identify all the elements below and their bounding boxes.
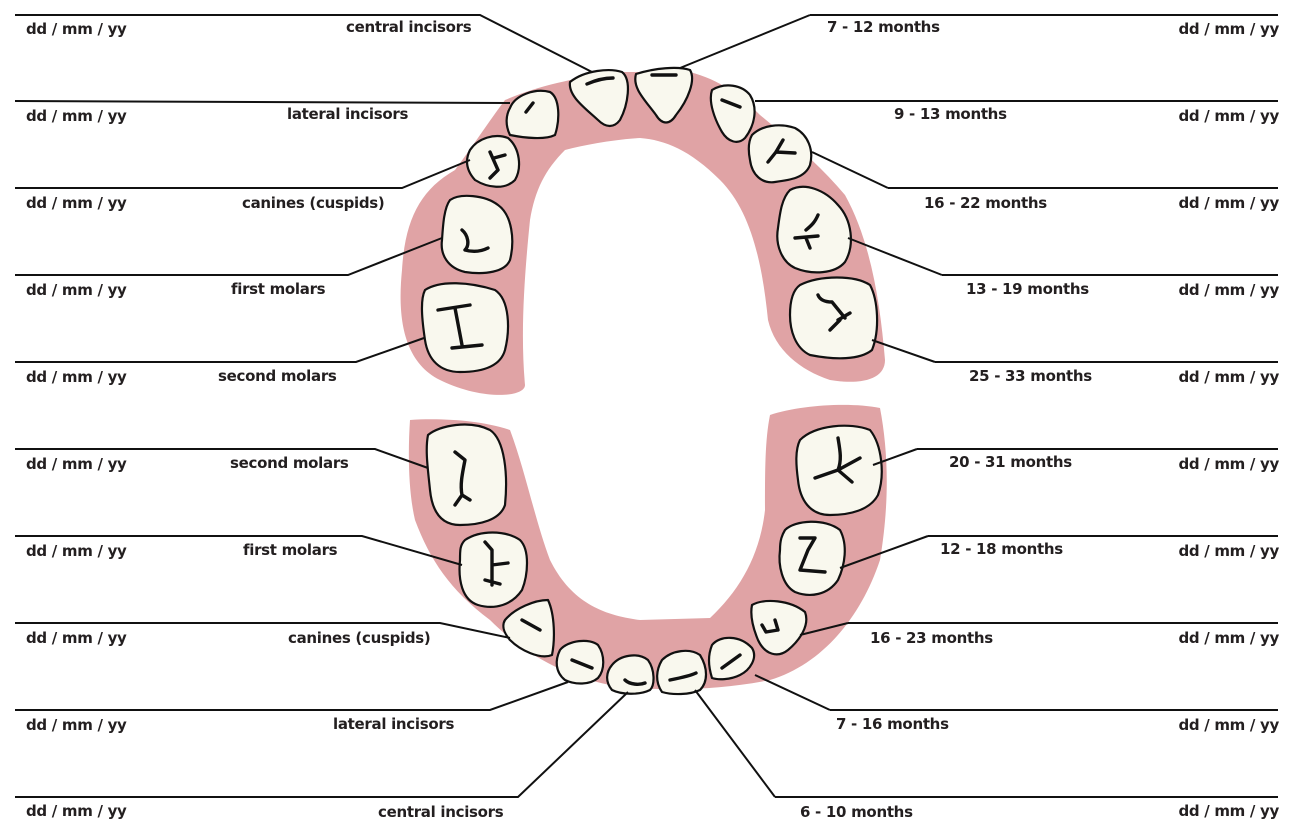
tooth-name-lower-second-molars: second molars xyxy=(230,454,349,472)
eruption-range-lower-lateral-incisors: 7 - 16 months xyxy=(836,715,949,733)
lower-right-lateral-incisor xyxy=(707,636,756,681)
date-field-lower-lateral-incisors-right[interactable]: dd / mm / yy xyxy=(1178,716,1279,734)
eruption-range-lower-first-molars: 12 - 18 months xyxy=(940,540,1063,558)
eruption-range-upper-first-molars: 13 - 19 months xyxy=(966,280,1089,298)
upper-right-central-incisor xyxy=(634,66,694,124)
date-field-upper-second-molars-right[interactable]: dd / mm / yy xyxy=(1178,368,1279,386)
tooth-name-lower-canines: canines (cuspids) xyxy=(288,629,431,647)
date-field-lower-central-incisors-right[interactable]: dd / mm / yy xyxy=(1178,802,1279,820)
upper-left-central-incisor xyxy=(568,69,629,128)
date-field-upper-lateral-incisors-right[interactable]: dd / mm / yy xyxy=(1178,107,1279,125)
eruption-range-upper-central-incisors: 7 - 12 months xyxy=(827,18,940,36)
upper-left-first-molar xyxy=(440,194,514,275)
upper-left-lateral-incisor xyxy=(505,89,560,140)
tooth-name-upper-canines: canines (cuspids) xyxy=(242,194,385,212)
tooth-name-lower-central-incisors: central incisors xyxy=(378,803,504,821)
lower-right-central-incisor xyxy=(656,649,708,696)
date-field-upper-first-molars-left[interactable]: dd / mm / yy xyxy=(26,281,127,299)
date-field-upper-lateral-incisors-left[interactable]: dd / mm / yy xyxy=(26,107,127,125)
date-field-upper-central-incisors-right[interactable]: dd / mm / yy xyxy=(1178,20,1279,38)
label-rules xyxy=(14,14,1278,798)
date-field-lower-lateral-incisors-left[interactable]: dd / mm / yy xyxy=(26,716,127,734)
date-field-lower-canines-right[interactable]: dd / mm / yy xyxy=(1178,629,1279,647)
date-field-upper-canines-left[interactable]: dd / mm / yy xyxy=(26,194,127,212)
upper-right-second-molar xyxy=(788,276,879,360)
upper-left-second-molar xyxy=(420,282,510,374)
date-field-upper-canines-right[interactable]: dd / mm / yy xyxy=(1178,194,1279,212)
date-field-lower-second-molars-left[interactable]: dd / mm / yy xyxy=(26,455,127,473)
date-field-lower-first-molars-left[interactable]: dd / mm / yy xyxy=(26,542,127,560)
date-field-lower-second-molars-right[interactable]: dd / mm / yy xyxy=(1178,455,1279,473)
upper-right-first-molar xyxy=(776,185,852,274)
date-field-lower-first-molars-right[interactable]: dd / mm / yy xyxy=(1178,542,1279,560)
tooth-name-lower-lateral-incisors: lateral incisors xyxy=(333,715,455,733)
eruption-range-lower-central-incisors: 6 - 10 months xyxy=(800,803,913,821)
eruption-range-lower-canines: 16 - 23 months xyxy=(870,629,993,647)
lower-teeth xyxy=(425,423,883,696)
date-field-lower-canines-left[interactable]: dd / mm / yy xyxy=(26,629,127,647)
eruption-range-upper-second-molars: 25 - 33 months xyxy=(969,367,1092,385)
upper-teeth xyxy=(420,66,879,374)
eruption-range-upper-canines: 16 - 22 months xyxy=(924,194,1047,212)
tooth-name-upper-second-molars: second molars xyxy=(218,367,337,385)
tooth-name-lower-first-molars: first molars xyxy=(243,541,338,559)
eruption-range-upper-lateral-incisors: 9 - 13 months xyxy=(894,105,1007,123)
lower-right-first-molar xyxy=(778,520,846,596)
tooth-name-upper-central-incisors: central incisors xyxy=(346,18,472,36)
eruption-range-lower-second-molars: 20 - 31 months xyxy=(949,453,1072,471)
tooth-name-upper-lateral-incisors: lateral incisors xyxy=(287,105,409,123)
date-field-upper-central-incisors-left[interactable]: dd / mm / yy xyxy=(26,20,127,38)
date-field-lower-central-incisors-left[interactable]: dd / mm / yy xyxy=(26,802,127,820)
lower-left-canine xyxy=(502,598,555,658)
tooth-name-upper-first-molars: first molars xyxy=(231,280,326,298)
date-field-upper-first-molars-right[interactable]: dd / mm / yy xyxy=(1178,281,1279,299)
lower-left-second-molar xyxy=(425,423,508,527)
date-field-upper-second-molars-left[interactable]: dd / mm / yy xyxy=(26,368,127,386)
